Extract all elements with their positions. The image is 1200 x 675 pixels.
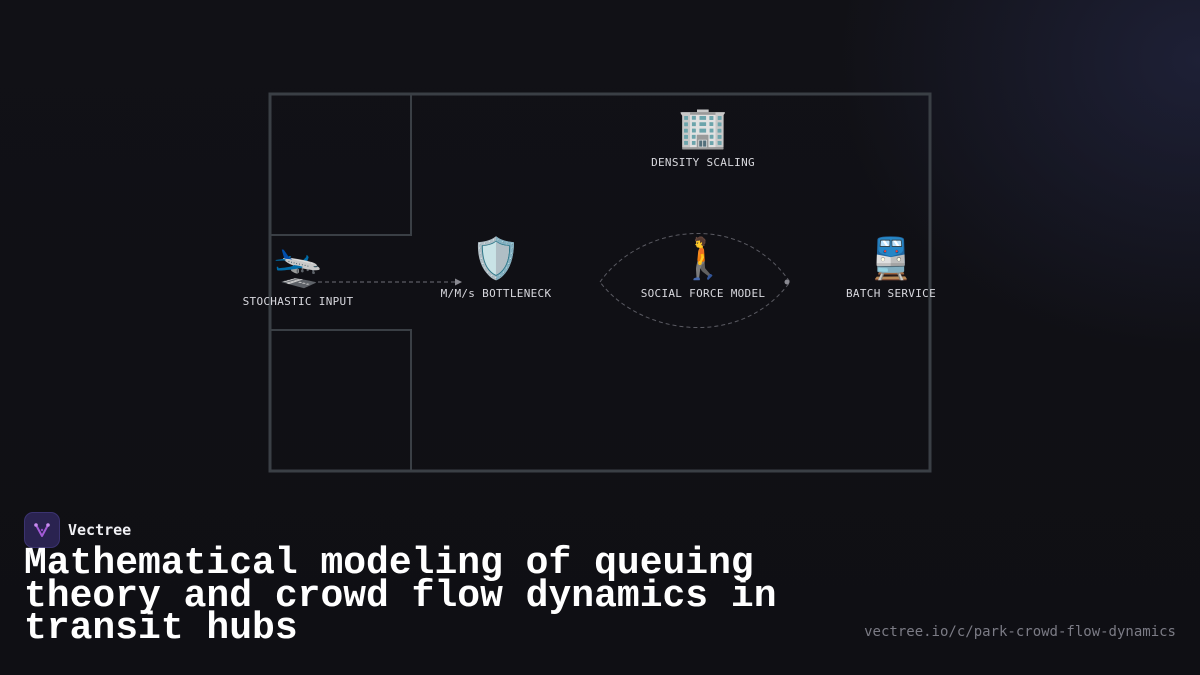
node-mms-bottleneck: 🛡️ M/M/s BOTTLENECK bbox=[441, 237, 552, 300]
hub-outer-wall bbox=[268, 92, 932, 473]
node-label: SOCIAL FORCE MODEL bbox=[640, 287, 766, 300]
page-title: Mathematical modeling of queuing theory … bbox=[24, 542, 777, 650]
node-batch-service: 🚆 BATCH SERVICE bbox=[846, 237, 936, 300]
person-walking-icon: 🚶 bbox=[678, 236, 728, 282]
node-label: DENSITY SCALING bbox=[651, 156, 755, 169]
brand-name: Vectree bbox=[68, 521, 132, 539]
node-label: BATCH SERVICE bbox=[846, 287, 936, 300]
airplane-arriving-icon: 🛬 bbox=[273, 244, 323, 290]
social-force-endpoint bbox=[784, 279, 790, 285]
train-icon: 🚆 bbox=[866, 236, 916, 282]
upper-left-room-wall bbox=[270, 94, 412, 236]
node-label: M/M/s BOTTLENECK bbox=[440, 287, 552, 300]
node-social-force-model: 🚶 SOCIAL FORCE MODEL bbox=[641, 237, 766, 300]
node-label: STOCHASTIC INPUT bbox=[242, 295, 354, 308]
vectree-logo-icon bbox=[24, 512, 60, 548]
page-url[interactable]: vectree.io/c/park-crowd-flow-dynamics bbox=[864, 624, 1176, 640]
brand[interactable]: Vectree bbox=[24, 512, 131, 548]
node-stochastic-input: 🛬 STOCHASTIC INPUT bbox=[243, 245, 354, 308]
office-building-icon: 🏢 bbox=[678, 105, 728, 151]
lower-left-room-wall bbox=[270, 329, 412, 471]
shield-icon: 🛡️ bbox=[471, 236, 521, 282]
social-force-boundary bbox=[599, 232, 791, 328]
node-density-scaling: 🏢 DENSITY SCALING bbox=[651, 106, 755, 169]
